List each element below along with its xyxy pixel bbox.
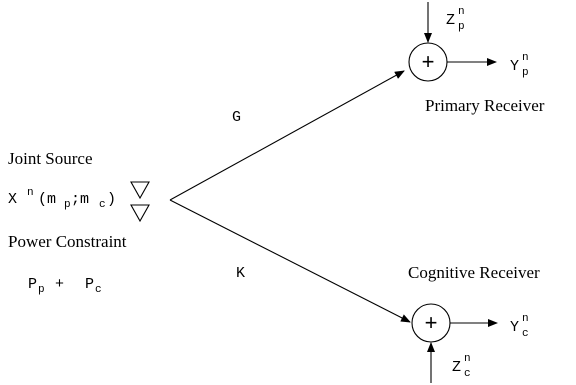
constraint-c: P [85, 276, 94, 293]
source-signal-sep: ;m [71, 191, 89, 208]
antenna-icon [130, 181, 150, 223]
constraint-plus: + [55, 276, 64, 293]
constraint-c-sub: c [95, 284, 102, 296]
source-signal-main: X [8, 191, 17, 208]
cognitive-output-main: Y [510, 319, 519, 336]
cognitive-output-sub: c [522, 328, 529, 340]
primary-output-sub: p [522, 67, 529, 79]
primary-output-label: Y n p [510, 52, 529, 79]
cognitive-gain-label: K [236, 265, 245, 282]
source-signal-sup: n [27, 187, 34, 199]
cognitive-noise-main: Z [452, 359, 461, 376]
primary-noise-sub: p [458, 21, 465, 33]
constraint-p-sub: p [38, 284, 45, 296]
primary-receiver-label: Primary Receiver [425, 96, 545, 115]
cognitive-noise-sub: c [464, 368, 471, 380]
primary-channel-arrow [169, 70, 405, 201]
primary-noise-label: Z n p [446, 6, 465, 33]
cognitive-adder: + [411, 303, 451, 343]
cognitive-receiver-label: Cognitive Receiver [408, 263, 540, 282]
cognitive-adder-symbol: + [425, 310, 438, 335]
cognitive-output-sup: n [522, 313, 529, 325]
cognitive-output-label: Y n c [510, 313, 529, 340]
primary-noise-sup: n [458, 6, 465, 18]
primary-adder: + [408, 42, 448, 82]
cognitive-noise-sup: n [464, 353, 471, 365]
source-signal-sub-c: c [99, 199, 106, 211]
cognitive-channel-arrow [169, 199, 411, 323]
constraint-p: P [28, 276, 37, 293]
primary-gain-label: G [232, 109, 241, 126]
primary-output-sup: n [522, 52, 529, 64]
source-signal-sub-p: p [64, 199, 71, 211]
source-signal-args: (m [38, 191, 56, 208]
primary-output-main: Y [510, 58, 519, 75]
source-signal-close: ) [107, 191, 116, 208]
power-constraint-expression: P p + P c [28, 276, 102, 296]
primary-adder-symbol: + [422, 49, 435, 74]
primary-noise-main: Z [446, 12, 455, 29]
source-title: Joint Source [8, 149, 93, 168]
power-constraint-title: Power Constraint [8, 232, 127, 251]
cognitive-noise-label: Z n c [452, 353, 471, 380]
source-signal: X n (m p ;m c ) [8, 187, 116, 211]
